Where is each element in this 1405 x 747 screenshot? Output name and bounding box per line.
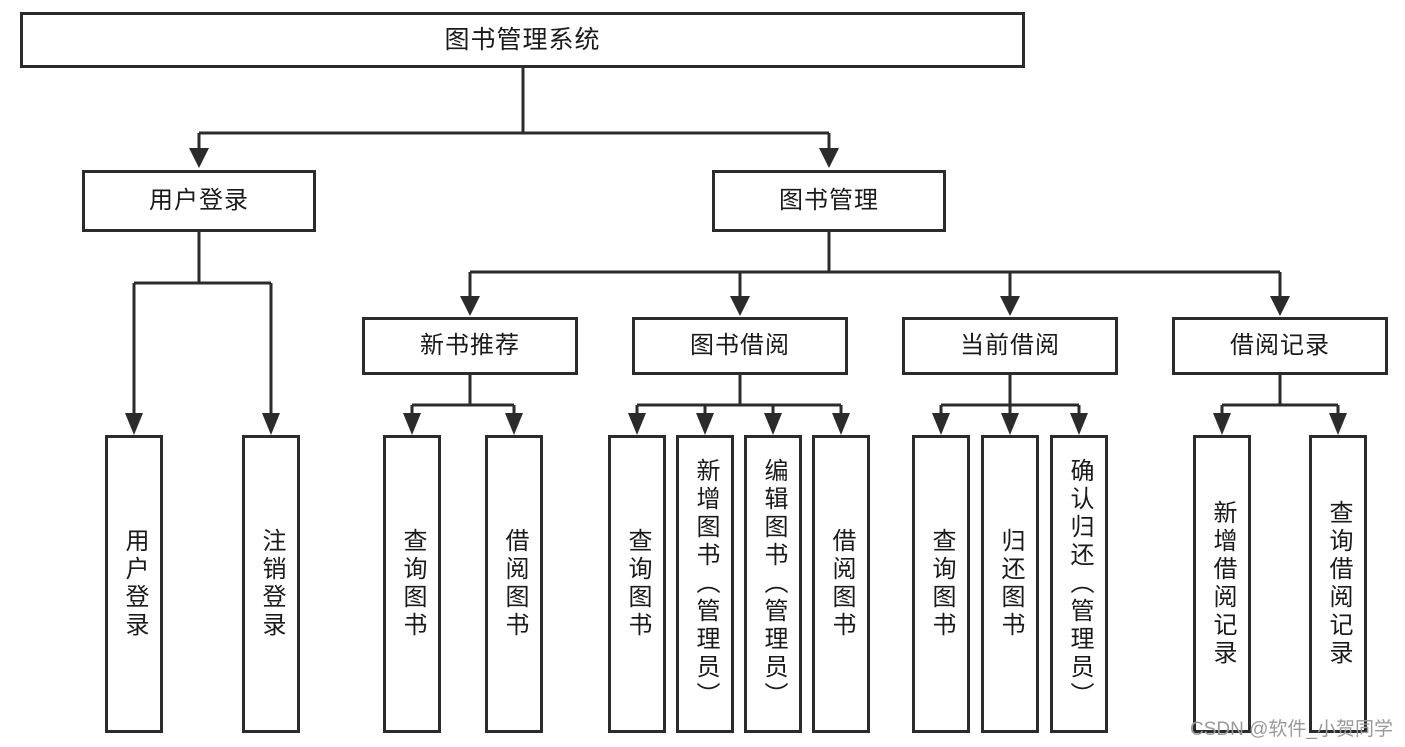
arrowhead-leaf-logout xyxy=(262,413,280,435)
node-leaf-add-borrow-record[interactable]: 新增借阅记录 xyxy=(1193,435,1251,733)
node-leaf-add-book-admin[interactable]: 新增图书（管理员） xyxy=(676,435,734,733)
arrowhead-book-manage xyxy=(819,148,839,168)
node-label: 图书借阅 xyxy=(690,332,790,360)
arrowhead-borrow-record xyxy=(1270,296,1290,316)
node-book-borrow[interactable]: 图书借阅 xyxy=(632,317,848,375)
node-label: 借阅图书 xyxy=(501,528,528,640)
arrowhead-borrow-leaf-3 xyxy=(764,413,782,435)
node-leaf-logout[interactable]: 注销登录 xyxy=(242,435,300,733)
arrowhead-record-leaf-2 xyxy=(1329,413,1347,435)
arrowhead-current-leaf-1 xyxy=(932,413,950,435)
arrowhead-current-leaf-2 xyxy=(1001,413,1019,435)
node-label: 图书管理系统 xyxy=(444,25,601,54)
arrowhead-book-borrow xyxy=(730,296,750,316)
node-label: 归还图书 xyxy=(997,528,1024,640)
arrowhead-newbook-leaf-1 xyxy=(403,413,421,435)
node-label: 注销登录 xyxy=(258,528,285,640)
node-label: 图书管理 xyxy=(779,187,879,215)
arrowhead-leaf-user-login xyxy=(125,413,143,435)
arrowhead-user-login xyxy=(189,148,209,168)
node-leaf-query-book-borrow[interactable]: 查询图书 xyxy=(608,435,666,733)
node-label: 用户登录 xyxy=(149,187,249,215)
arrowhead-newbook-leaf-2 xyxy=(505,413,523,435)
node-leaf-borrow-book[interactable]: 借阅图书 xyxy=(812,435,870,733)
node-label: 当前借阅 xyxy=(960,332,1060,360)
node-leaf-edit-book-admin[interactable]: 编辑图书（管理员） xyxy=(744,435,802,733)
node-label: 查询图书 xyxy=(928,528,955,640)
arrowhead-current-borrow xyxy=(1000,296,1020,316)
node-label: 用户登录 xyxy=(121,528,148,640)
arrowhead-borrow-leaf-4 xyxy=(832,413,850,435)
arrowhead-borrow-leaf-2 xyxy=(696,413,714,435)
arrowhead-record-leaf-1 xyxy=(1213,413,1231,435)
node-label: 查询图书 xyxy=(399,528,426,640)
arrowhead-borrow-leaf-1 xyxy=(628,413,646,435)
node-leaf-borrow-book-newbook[interactable]: 借阅图书 xyxy=(485,435,543,733)
node-label: 新书推荐 xyxy=(420,332,520,360)
node-root-system[interactable]: 图书管理系统 xyxy=(20,12,1025,68)
node-user-login[interactable]: 用户登录 xyxy=(82,170,316,232)
node-label: 借阅图书 xyxy=(828,528,855,640)
node-new-book-recommend[interactable]: 新书推荐 xyxy=(362,317,578,375)
node-leaf-user-login[interactable]: 用户登录 xyxy=(105,435,163,733)
node-label: 编辑图书（管理员） xyxy=(760,458,787,710)
node-leaf-confirm-return-admin[interactable]: 确认归还（管理员） xyxy=(1050,435,1108,733)
arrowhead-current-leaf-3 xyxy=(1070,413,1088,435)
csdn-watermark: CSDN @软件_小贺同学 xyxy=(1190,719,1393,740)
node-book-management[interactable]: 图书管理 xyxy=(712,170,946,232)
node-leaf-return-book[interactable]: 归还图书 xyxy=(981,435,1039,733)
node-borrow-record[interactable]: 借阅记录 xyxy=(1172,317,1388,375)
arrowhead-new-book xyxy=(460,296,480,316)
node-current-borrow[interactable]: 当前借阅 xyxy=(902,317,1118,375)
node-leaf-query-book-current[interactable]: 查询图书 xyxy=(912,435,970,733)
node-label: 新增借阅记录 xyxy=(1209,500,1236,668)
node-leaf-query-borrow-record[interactable]: 查询借阅记录 xyxy=(1309,435,1367,733)
node-label: 确认归还（管理员） xyxy=(1066,458,1093,710)
node-label: 查询图书 xyxy=(624,528,651,640)
node-label: 借阅记录 xyxy=(1230,332,1330,360)
node-label: 新增图书（管理员） xyxy=(692,458,719,710)
node-label: 查询借阅记录 xyxy=(1325,500,1352,668)
node-leaf-query-book-newbook[interactable]: 查询图书 xyxy=(383,435,441,733)
